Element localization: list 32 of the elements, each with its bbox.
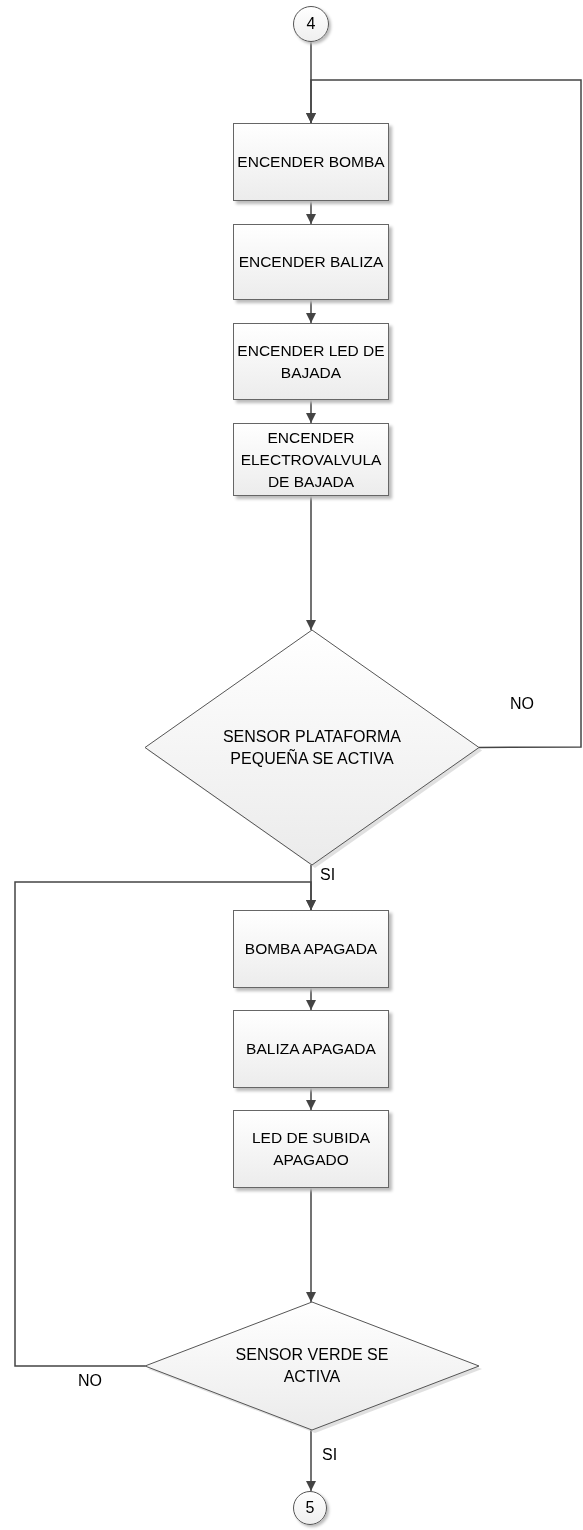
process-box (233, 123, 389, 201)
step-text: BALIZA APAGADA (246, 1039, 376, 1059)
arrow (306, 79, 582, 749)
process-box (233, 1010, 389, 1088)
arrow (306, 987, 316, 1011)
step-text: BOMBA APAGADA (244, 939, 378, 959)
process-box (233, 423, 389, 496)
decision-text: SENSOR PLATAFORMA PEQUEÑA SE ACTIVA (221, 726, 403, 769)
connector-circle (293, 6, 329, 42)
arrow (306, 1429, 316, 1492)
arrow (306, 200, 316, 225)
connector-number: 4 (306, 14, 316, 34)
process-box (233, 323, 389, 400)
decision-diamond (145, 1302, 479, 1430)
connector-number: 5 (305, 1498, 315, 1518)
connector-circle (293, 1491, 327, 1525)
decision-text: SENSOR VERDE SE ACTIVA (234, 1345, 390, 1387)
arrow (306, 299, 316, 324)
step-text: LED DE SUBIDA APAGADO (251, 1128, 371, 1170)
step-text: ENCENDER BALIZA (238, 252, 384, 272)
step-text: ENCENDER LED DE BAJADA (236, 340, 386, 383)
arrow (306, 495, 316, 631)
decision-diamond (145, 630, 479, 865)
process-box (233, 910, 389, 988)
arrow (306, 1087, 316, 1111)
step-text: ENCENDER BOMBA (237, 152, 385, 172)
arrow (306, 1187, 316, 1303)
process-box (233, 224, 389, 300)
arrow (306, 399, 316, 424)
process-box (233, 1110, 389, 1188)
arrow (14, 881, 316, 1367)
step-text: ENCENDER ELECTROVALVULA DE BAJADA (239, 427, 383, 492)
